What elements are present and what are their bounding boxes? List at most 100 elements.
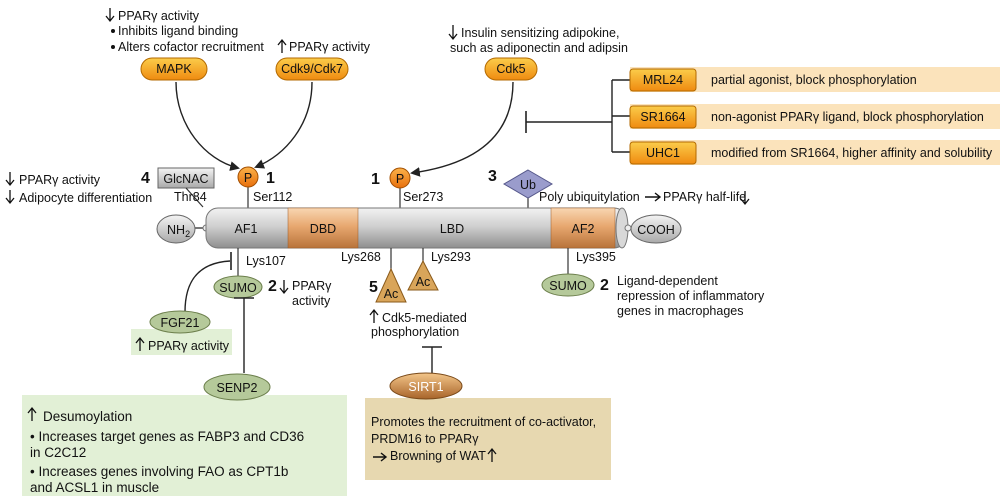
up-arrow-icon	[277, 38, 287, 53]
cooh-terminus	[630, 214, 682, 244]
acetylation: Lys268 Lys293 Ac Ac 5 Cdk5-mediated phos…	[341, 248, 471, 339]
ppar-gamma-protein: NH2 COOH AF1 DBD LBD AF2	[156, 207, 682, 249]
lys107-site: Lys107	[246, 254, 286, 268]
ac-label-1: Ac	[384, 287, 399, 301]
ligand-inhibition-bracket	[525, 79, 630, 153]
senp2-line-3: in C2C12	[30, 445, 87, 460]
af1-label: AF1	[235, 222, 258, 236]
glcnac-modification: 4 GlcNAC Thr84	[141, 167, 215, 208]
sumo-right-label: SUMO	[549, 279, 587, 293]
top-left-note: PPARγ activity Inhibits ligand binding A…	[105, 8, 264, 54]
ligand-desc: modified from SR1664, higher affinity an…	[711, 146, 993, 160]
sumo-right-effect-3: genes in macrophages	[617, 304, 743, 318]
fgf21-inhibition-line	[184, 260, 231, 313]
right-arrow-icon	[373, 452, 388, 462]
glcnac-effect-1: PPARγ activity	[19, 173, 101, 187]
dbd-label: DBD	[310, 222, 336, 236]
lbd-label: LBD	[440, 222, 464, 236]
sumo-left-label: SUMO	[219, 281, 257, 295]
acetyl-site-1: Lys268	[341, 250, 381, 264]
sirt1-line-1: Promotes the recruitment of co-activator…	[371, 415, 597, 429]
ser112-number: 1	[266, 170, 275, 187]
glcnac-label: GlcNAC	[163, 172, 208, 186]
cdk9-note: PPARγ activity	[289, 40, 371, 54]
glcnac-effect-2: Adipocyte differentiation	[19, 191, 152, 205]
fgf21-label: FGF21	[161, 316, 200, 330]
sumo-left-number: 2	[268, 278, 277, 295]
ac-label-2: Ac	[416, 275, 431, 289]
ubiquitylation: 3 Ub Poly ubiquitylation PPARγ half-life	[488, 168, 750, 210]
ser112-site: Ser112	[253, 190, 292, 204]
phospho-ser273: P 1 Ser273	[371, 167, 443, 208]
glcnac-effects: PPARγ activity Adipocyte differentiation	[5, 172, 152, 205]
ser273-site: Ser273	[403, 190, 443, 204]
cdk5-label: Cdk5	[496, 62, 525, 76]
lys395-site: Lys395	[576, 250, 616, 264]
mapk-node: MAPK	[140, 57, 208, 81]
ligand-desc: partial agonist, block phosphorylation	[711, 73, 917, 87]
acetyl-number: 5	[369, 279, 378, 296]
sirt1-panel-bg	[365, 398, 611, 480]
sumo-left-effect-2: activity	[292, 294, 331, 308]
cdk9-arrow	[254, 81, 313, 169]
ub-text: Poly ubiquitylation	[539, 190, 640, 204]
fgf21-effect: PPARγ activity	[148, 339, 230, 353]
cdk5-node: Cdk5	[484, 57, 538, 81]
down-arrow-icon	[5, 190, 15, 205]
down-arrow-icon	[5, 172, 15, 187]
up-arrow-icon	[27, 406, 37, 421]
sumo-left-effect-1: PPARγ	[292, 279, 332, 293]
nh2-label: NH2	[167, 223, 190, 239]
glcnac-number: 4	[141, 170, 150, 187]
sumo-lys107: Lys107 SUMO 2 PPARγ activity	[213, 248, 332, 308]
senp2-line-4: • Increases genes involving FAO as CPT1b	[30, 464, 289, 479]
down-arrow-icon	[448, 25, 458, 41]
sumo-right-number: 2	[600, 277, 609, 294]
phospho-label: P	[396, 172, 404, 186]
ub-number: 3	[488, 168, 497, 185]
cdk9-node: Cdk9/Cdk7	[275, 57, 349, 81]
ligand-name: UHC1	[646, 146, 680, 160]
up-arrow-icon	[135, 336, 145, 351]
acetyl-site-2: Lys293	[431, 250, 471, 264]
cooh-label: COOH	[637, 223, 675, 237]
top-left-note-item-1: Inhibits ligand binding	[118, 24, 238, 38]
senp2-line-1: Desumoylation	[43, 409, 133, 424]
senp2-panel-bg	[22, 395, 347, 496]
ligand-mrl24: MRL24 partial agonist, block phosphoryla…	[629, 68, 917, 92]
cdk5-note-line-1: Insulin sensitizing adipokine,	[461, 26, 619, 40]
top-left-note-item-2: Alters cofactor recruitment	[118, 40, 264, 54]
cdk9-label: Cdk9/Cdk7	[281, 62, 343, 76]
dbd-domain	[287, 207, 359, 249]
mapk-arrow	[175, 81, 240, 171]
sirt1-line-3: Browning of WAT	[390, 449, 486, 463]
up-arrow-icon	[369, 308, 379, 323]
mapk-label: MAPK	[156, 62, 192, 76]
phospho-label: P	[244, 171, 252, 185]
down-arrow-icon	[279, 280, 289, 295]
acetyl-effect-2: phosphorylation	[371, 325, 459, 339]
ub-label: Ub	[520, 178, 536, 192]
ser273-number: 1	[371, 171, 380, 188]
fgf21-node: FGF21 PPARγ activity	[135, 310, 230, 353]
af2-domain	[550, 207, 616, 249]
ub-diamond	[503, 169, 553, 199]
ub-result: PPARγ half-life	[663, 190, 746, 204]
cdk5-note-line-2: such as adiponectin and adipsin	[450, 41, 628, 55]
top-left-note-title: PPARγ activity	[118, 9, 200, 23]
sumo-right-effect-1: Ligand-dependent	[617, 274, 718, 288]
ligand-sr1664: SR1664 non-agonist PPARγ ligand, block p…	[629, 105, 984, 129]
sirt1-label: SIRT1	[408, 380, 443, 394]
acetyl-effect-1: Cdk5-mediated	[382, 311, 467, 325]
down-arrow-icon	[740, 191, 750, 206]
sumo-lys395: Lys395 SUMO 2 Ligand-dependent repressio…	[541, 248, 765, 318]
nh2-terminus	[156, 214, 196, 244]
up-arrow-icon	[487, 447, 497, 462]
sumo-right-effect-2: repression of inflammatory	[617, 289, 765, 303]
right-arrow-icon	[645, 192, 662, 202]
glcnac-site: Thr84	[174, 190, 207, 204]
down-arrow-icon	[105, 8, 115, 23]
ac-triangle-1	[375, 267, 407, 303]
phospho-ser112: P 1 Ser112	[237, 166, 292, 208]
